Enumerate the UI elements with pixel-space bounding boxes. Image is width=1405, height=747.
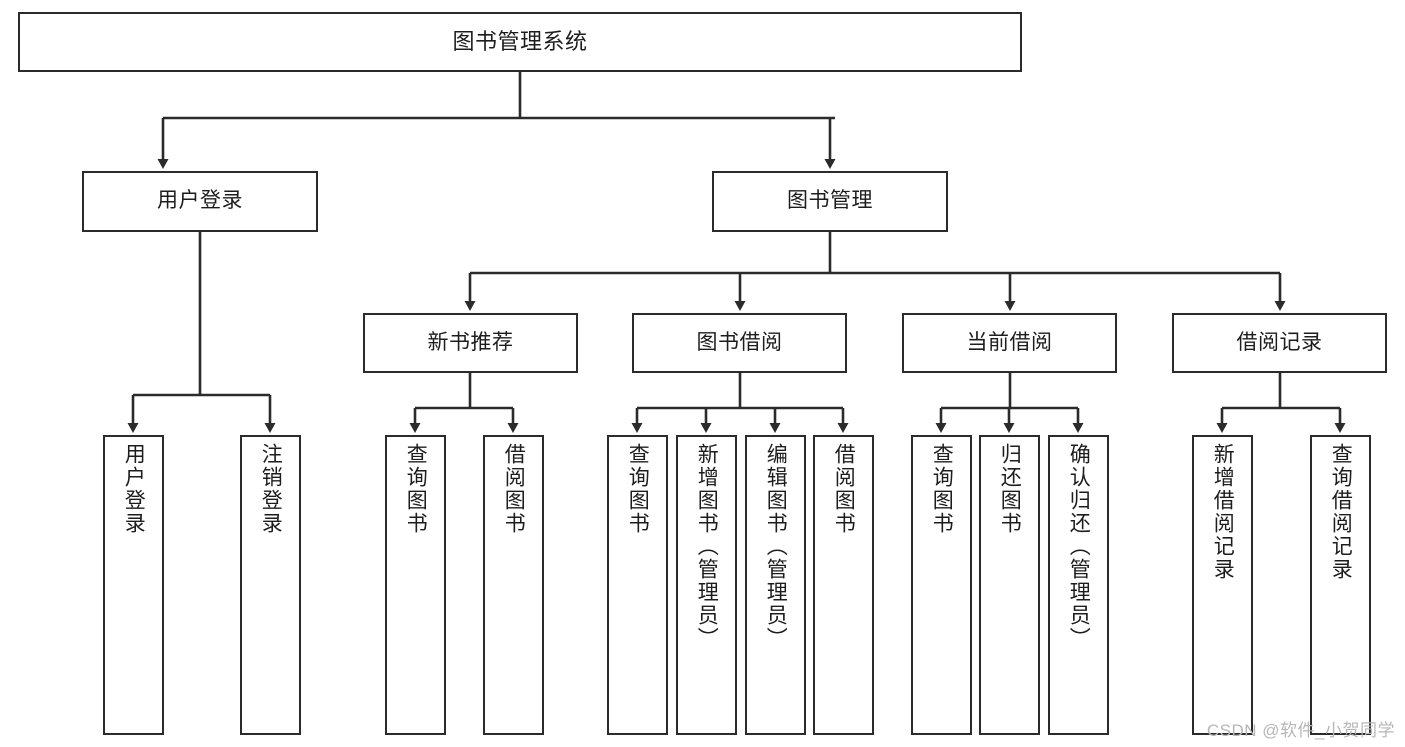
node-leaf-edit-book-admin[interactable]: 编辑图书（管理员） [745, 435, 806, 735]
node-label: 当前借阅 [966, 330, 1053, 354]
csdn-watermark: CSDN @软件_小贺同学 [1206, 721, 1395, 740]
node-leaf-confirm-return-admin[interactable]: 确认归还（管理员） [1048, 435, 1109, 735]
node-leaf-query-borrow-record[interactable]: 查询借阅记录 [1310, 435, 1371, 735]
node-label: 确认归还（管理员） [1067, 443, 1091, 650]
node-label: 查询图书 [930, 443, 954, 535]
node-book-management[interactable]: 图书管理 [712, 171, 948, 232]
node-leaf-user-login[interactable]: 用户登录 [103, 435, 164, 735]
node-label: 借阅图书 [502, 443, 526, 535]
node-label: 借阅图书 [832, 443, 856, 535]
node-label: 归还图书 [998, 443, 1022, 535]
node-label: 查询图书 [626, 443, 650, 535]
node-borrow-record[interactable]: 借阅记录 [1172, 313, 1387, 373]
node-root-book-management-system[interactable]: 图书管理系统 [18, 12, 1022, 72]
node-leaf-logout[interactable]: 注销登录 [240, 435, 301, 735]
node-label: 图书管理系统 [452, 29, 588, 55]
node-leaf-add-borrow-record[interactable]: 新增借阅记录 [1192, 435, 1253, 735]
node-label: 查询图书 [404, 443, 428, 535]
node-label: 用户登录 [122, 443, 146, 535]
node-new-book-recommend[interactable]: 新书推荐 [363, 313, 578, 373]
node-leaf-borrow-book[interactable]: 借阅图书 [813, 435, 874, 735]
node-leaf-query-book-current[interactable]: 查询图书 [911, 435, 972, 735]
node-label: 注销登录 [259, 443, 283, 535]
node-leaf-query-book-borrow[interactable]: 查询图书 [607, 435, 668, 735]
node-current-borrow[interactable]: 当前借阅 [902, 313, 1117, 373]
node-leaf-return-book[interactable]: 归还图书 [979, 435, 1040, 735]
node-leaf-add-book-admin[interactable]: 新增图书（管理员） [676, 435, 737, 735]
node-label: 图书管理 [787, 189, 873, 213]
node-label: 编辑图书（管理员） [764, 443, 788, 650]
node-label: 用户登录 [157, 189, 243, 213]
node-label: 图书借阅 [696, 330, 783, 354]
node-label: 查询借阅记录 [1329, 443, 1353, 581]
node-label: 新增借阅记录 [1211, 443, 1235, 581]
node-label: 借阅记录 [1236, 330, 1323, 354]
node-user-login[interactable]: 用户登录 [82, 171, 318, 232]
node-leaf-borrow-book-recommend[interactable]: 借阅图书 [483, 435, 544, 735]
node-label: 新增图书（管理员） [695, 443, 719, 650]
node-label: 新书推荐 [427, 330, 514, 354]
node-leaf-query-book-recommend[interactable]: 查询图书 [385, 435, 446, 735]
node-book-borrow[interactable]: 图书借阅 [632, 313, 847, 373]
